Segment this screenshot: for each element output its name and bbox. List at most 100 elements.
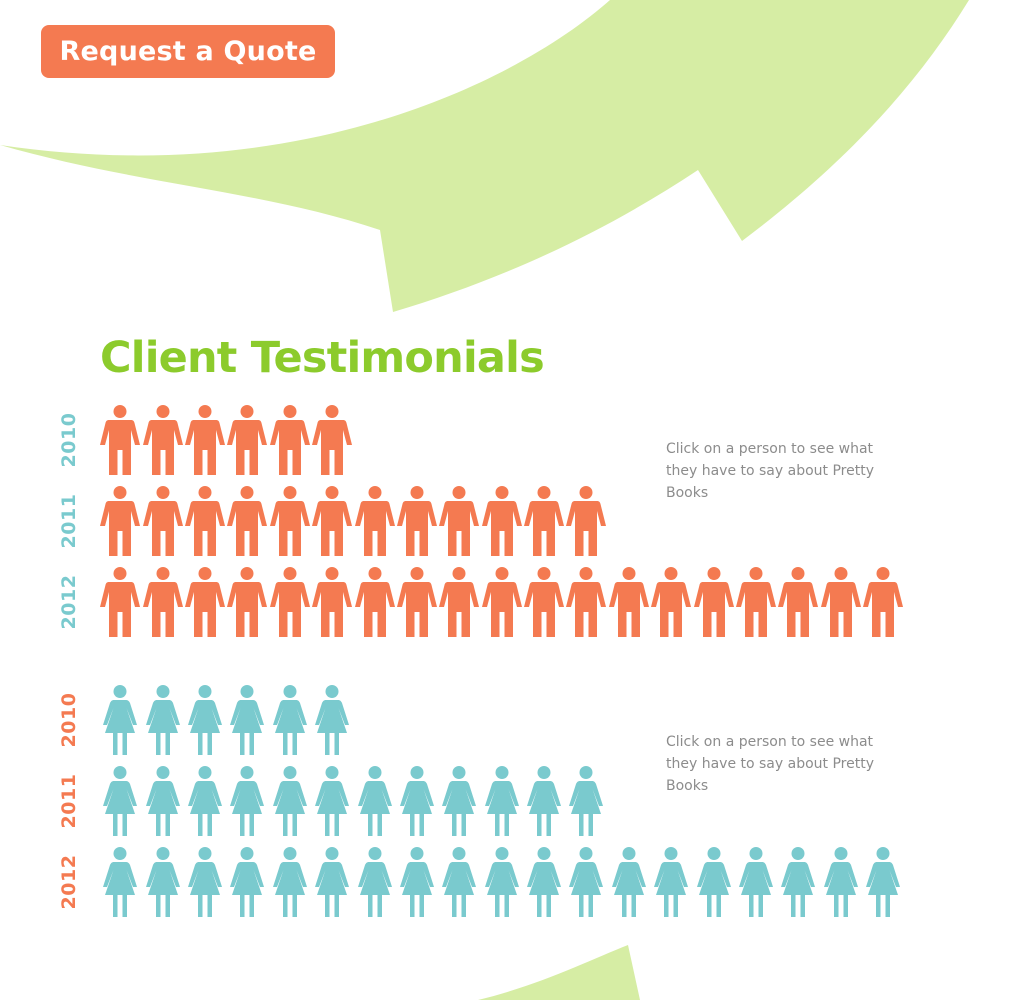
man-icon (481, 562, 523, 637)
woman-icon (142, 842, 184, 917)
female-hint-text: Click on a person to see what they have … (666, 734, 874, 794)
woman-icon (820, 842, 862, 917)
man-icon (354, 481, 396, 556)
person-woman-button[interactable] (184, 761, 226, 841)
woman-icon (735, 842, 777, 917)
people-row (99, 562, 904, 642)
man-icon (396, 481, 438, 556)
person-woman-button[interactable] (184, 680, 226, 760)
person-man-button[interactable] (226, 562, 268, 642)
person-man-button[interactable] (396, 562, 438, 642)
woman-icon (481, 842, 523, 917)
person-woman-button[interactable] (353, 761, 395, 841)
woman-icon (269, 761, 311, 836)
person-man-button[interactable] (269, 400, 311, 480)
person-man-button[interactable] (396, 481, 438, 561)
person-man-button[interactable] (184, 562, 226, 642)
man-icon (311, 400, 353, 475)
person-woman-button[interactable] (396, 842, 438, 922)
person-man-button[interactable] (481, 481, 523, 561)
person-woman-button[interactable] (226, 761, 268, 841)
person-man-button[interactable] (481, 562, 523, 642)
person-man-button[interactable] (226, 400, 268, 480)
person-woman-button[interactable] (141, 680, 183, 760)
woman-icon (142, 680, 184, 755)
person-man-button[interactable] (269, 481, 311, 561)
person-woman-button[interactable] (353, 842, 395, 922)
person-woman-button[interactable] (735, 842, 777, 922)
person-man-button[interactable] (650, 562, 692, 642)
person-man-button[interactable] (820, 562, 862, 642)
person-man-button[interactable] (184, 481, 226, 561)
person-man-button[interactable] (311, 400, 353, 480)
person-woman-button[interactable] (311, 761, 353, 841)
person-man-button[interactable] (141, 400, 183, 480)
person-man-button[interactable] (438, 562, 480, 642)
person-man-button[interactable] (269, 562, 311, 642)
person-woman-button[interactable] (692, 842, 734, 922)
person-man-button[interactable] (735, 562, 777, 642)
person-woman-button[interactable] (565, 761, 607, 841)
person-man-button[interactable] (311, 481, 353, 561)
person-man-button[interactable] (141, 481, 183, 561)
female-row-2010: 2010 (0, 680, 1023, 760)
male-row-2012: 2012 (0, 562, 1023, 642)
person-man-button[interactable] (226, 481, 268, 561)
people-row (99, 680, 353, 760)
person-woman-button[interactable] (481, 842, 523, 922)
man-icon (354, 562, 396, 637)
person-man-button[interactable] (99, 400, 141, 480)
person-woman-button[interactable] (396, 761, 438, 841)
person-man-button[interactable] (523, 562, 565, 642)
person-man-button[interactable] (608, 562, 650, 642)
person-man-button[interactable] (184, 400, 226, 480)
request-quote-button[interactable]: Request a Quote (41, 25, 335, 78)
woman-icon (565, 842, 607, 917)
person-man-button[interactable] (438, 481, 480, 561)
person-woman-button[interactable] (226, 680, 268, 760)
person-woman-button[interactable] (438, 761, 480, 841)
person-man-button[interactable] (523, 481, 565, 561)
person-woman-button[interactable] (650, 842, 692, 922)
person-woman-button[interactable] (141, 842, 183, 922)
person-woman-button[interactable] (523, 842, 565, 922)
person-woman-button[interactable] (862, 842, 904, 922)
person-woman-button[interactable] (99, 842, 141, 922)
person-woman-button[interactable] (99, 680, 141, 760)
person-woman-button[interactable] (565, 842, 607, 922)
person-woman-button[interactable] (99, 761, 141, 841)
person-woman-button[interactable] (311, 680, 353, 760)
woman-icon (311, 761, 353, 836)
person-woman-button[interactable] (269, 842, 311, 922)
person-man-button[interactable] (99, 562, 141, 642)
person-woman-button[interactable] (184, 842, 226, 922)
person-woman-button[interactable] (608, 842, 650, 922)
woman-icon (142, 761, 184, 836)
person-man-button[interactable] (353, 481, 395, 561)
person-man-button[interactable] (565, 562, 607, 642)
man-icon (269, 400, 311, 475)
person-man-button[interactable] (311, 562, 353, 642)
woman-icon (184, 680, 226, 755)
person-man-button[interactable] (692, 562, 734, 642)
year-label-2011: 2011 (58, 773, 80, 829)
person-woman-button[interactable] (481, 761, 523, 841)
client-testimonials-title: Client Testimonials (100, 333, 545, 383)
person-man-button[interactable] (99, 481, 141, 561)
person-woman-button[interactable] (226, 842, 268, 922)
person-woman-button[interactable] (269, 761, 311, 841)
person-man-button[interactable] (353, 562, 395, 642)
person-woman-button[interactable] (438, 842, 480, 922)
person-woman-button[interactable] (141, 761, 183, 841)
person-woman-button[interactable] (820, 842, 862, 922)
man-icon (226, 400, 268, 475)
people-row (99, 761, 608, 841)
person-man-button[interactable] (565, 481, 607, 561)
person-man-button[interactable] (141, 562, 183, 642)
person-man-button[interactable] (777, 562, 819, 642)
person-woman-button[interactable] (269, 680, 311, 760)
person-woman-button[interactable] (777, 842, 819, 922)
person-woman-button[interactable] (311, 842, 353, 922)
person-woman-button[interactable] (523, 761, 565, 841)
person-man-button[interactable] (862, 562, 904, 642)
